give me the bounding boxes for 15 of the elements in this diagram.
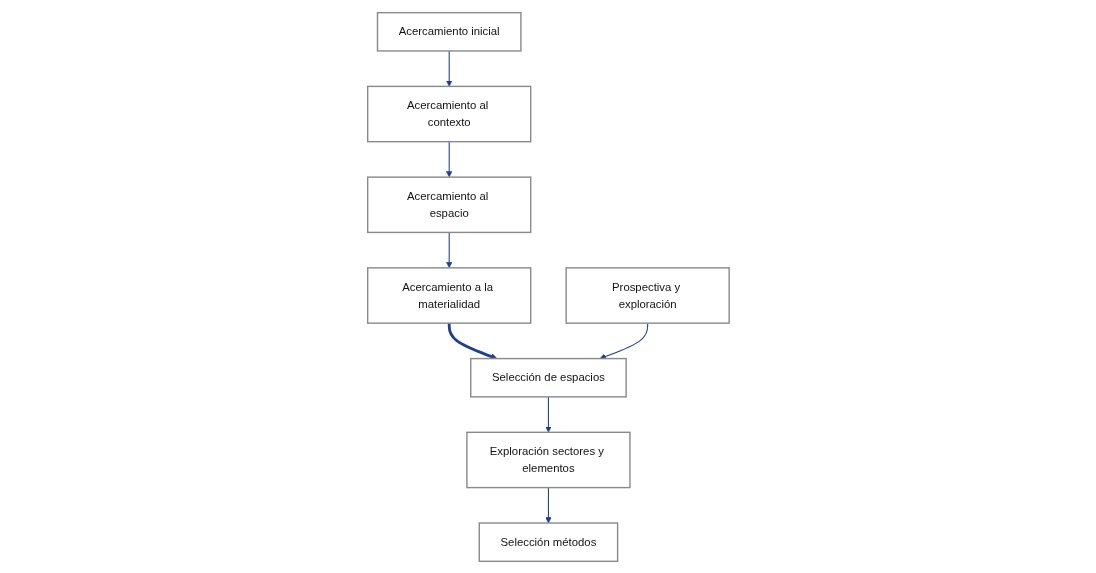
node-box: Acercamiento inicial [376, 11, 522, 52]
arrow [544, 486, 552, 523]
node-box: Exploración sectores y elementos [465, 431, 631, 488]
node-box: Prospectiva y exploración [565, 266, 730, 324]
arrow [447, 322, 497, 360]
arrow [445, 231, 452, 268]
node-box: Selección de espacios [469, 357, 627, 398]
arrow [599, 322, 648, 360]
node-box: Selección métodos [478, 521, 618, 562]
arrow [445, 140, 452, 177]
node-box: Acercamiento al espacio [366, 175, 531, 233]
node-box: Acercamiento al contexto [366, 85, 531, 142]
arrow [445, 49, 452, 87]
node-box: Acercamiento a la materialidad [366, 266, 531, 324]
arrow [544, 395, 552, 433]
